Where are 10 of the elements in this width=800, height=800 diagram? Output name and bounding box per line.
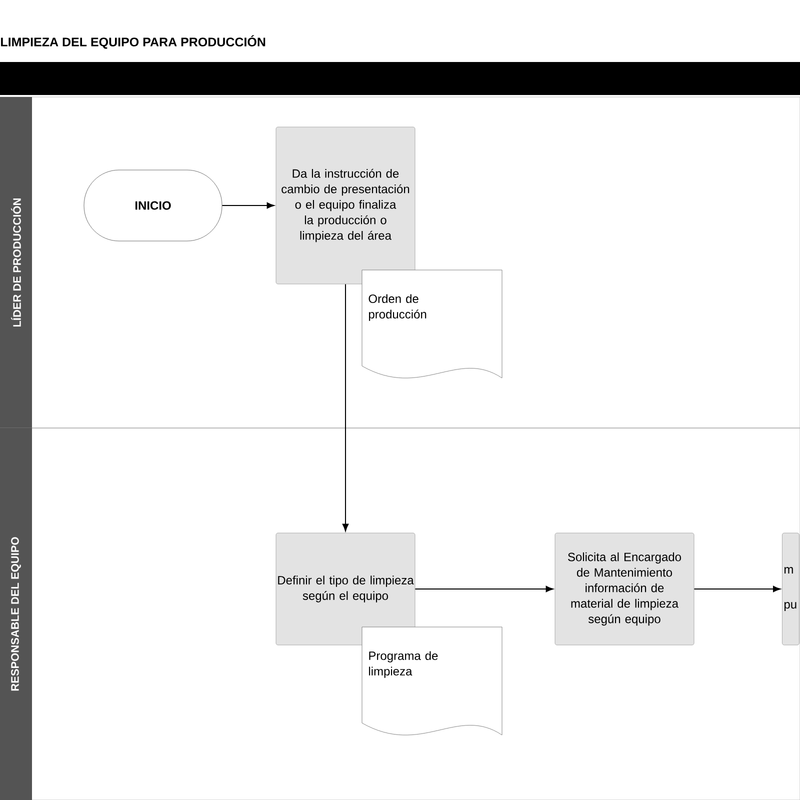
start-terminal: INICIO [84,170,222,242]
process-box: Definir el tipo de limpieza según el equipo [276,532,416,646]
arrow [222,202,274,209]
process-box: Solicita al Encargado de Mantenimiento información de material de limpieza según equipo [554,532,694,646]
arrow [342,284,349,532]
arrow [694,586,781,592]
title: LIMPIEZA DEL EQUIPO PARA PRODUCCIÓN [1,35,266,49]
process-box: Da la instrucción de cambio de presentación o el equipo finaliza la producción o limpieza del área [276,126,416,284]
arrow [414,586,554,592]
process-box: m pu [782,532,800,646]
